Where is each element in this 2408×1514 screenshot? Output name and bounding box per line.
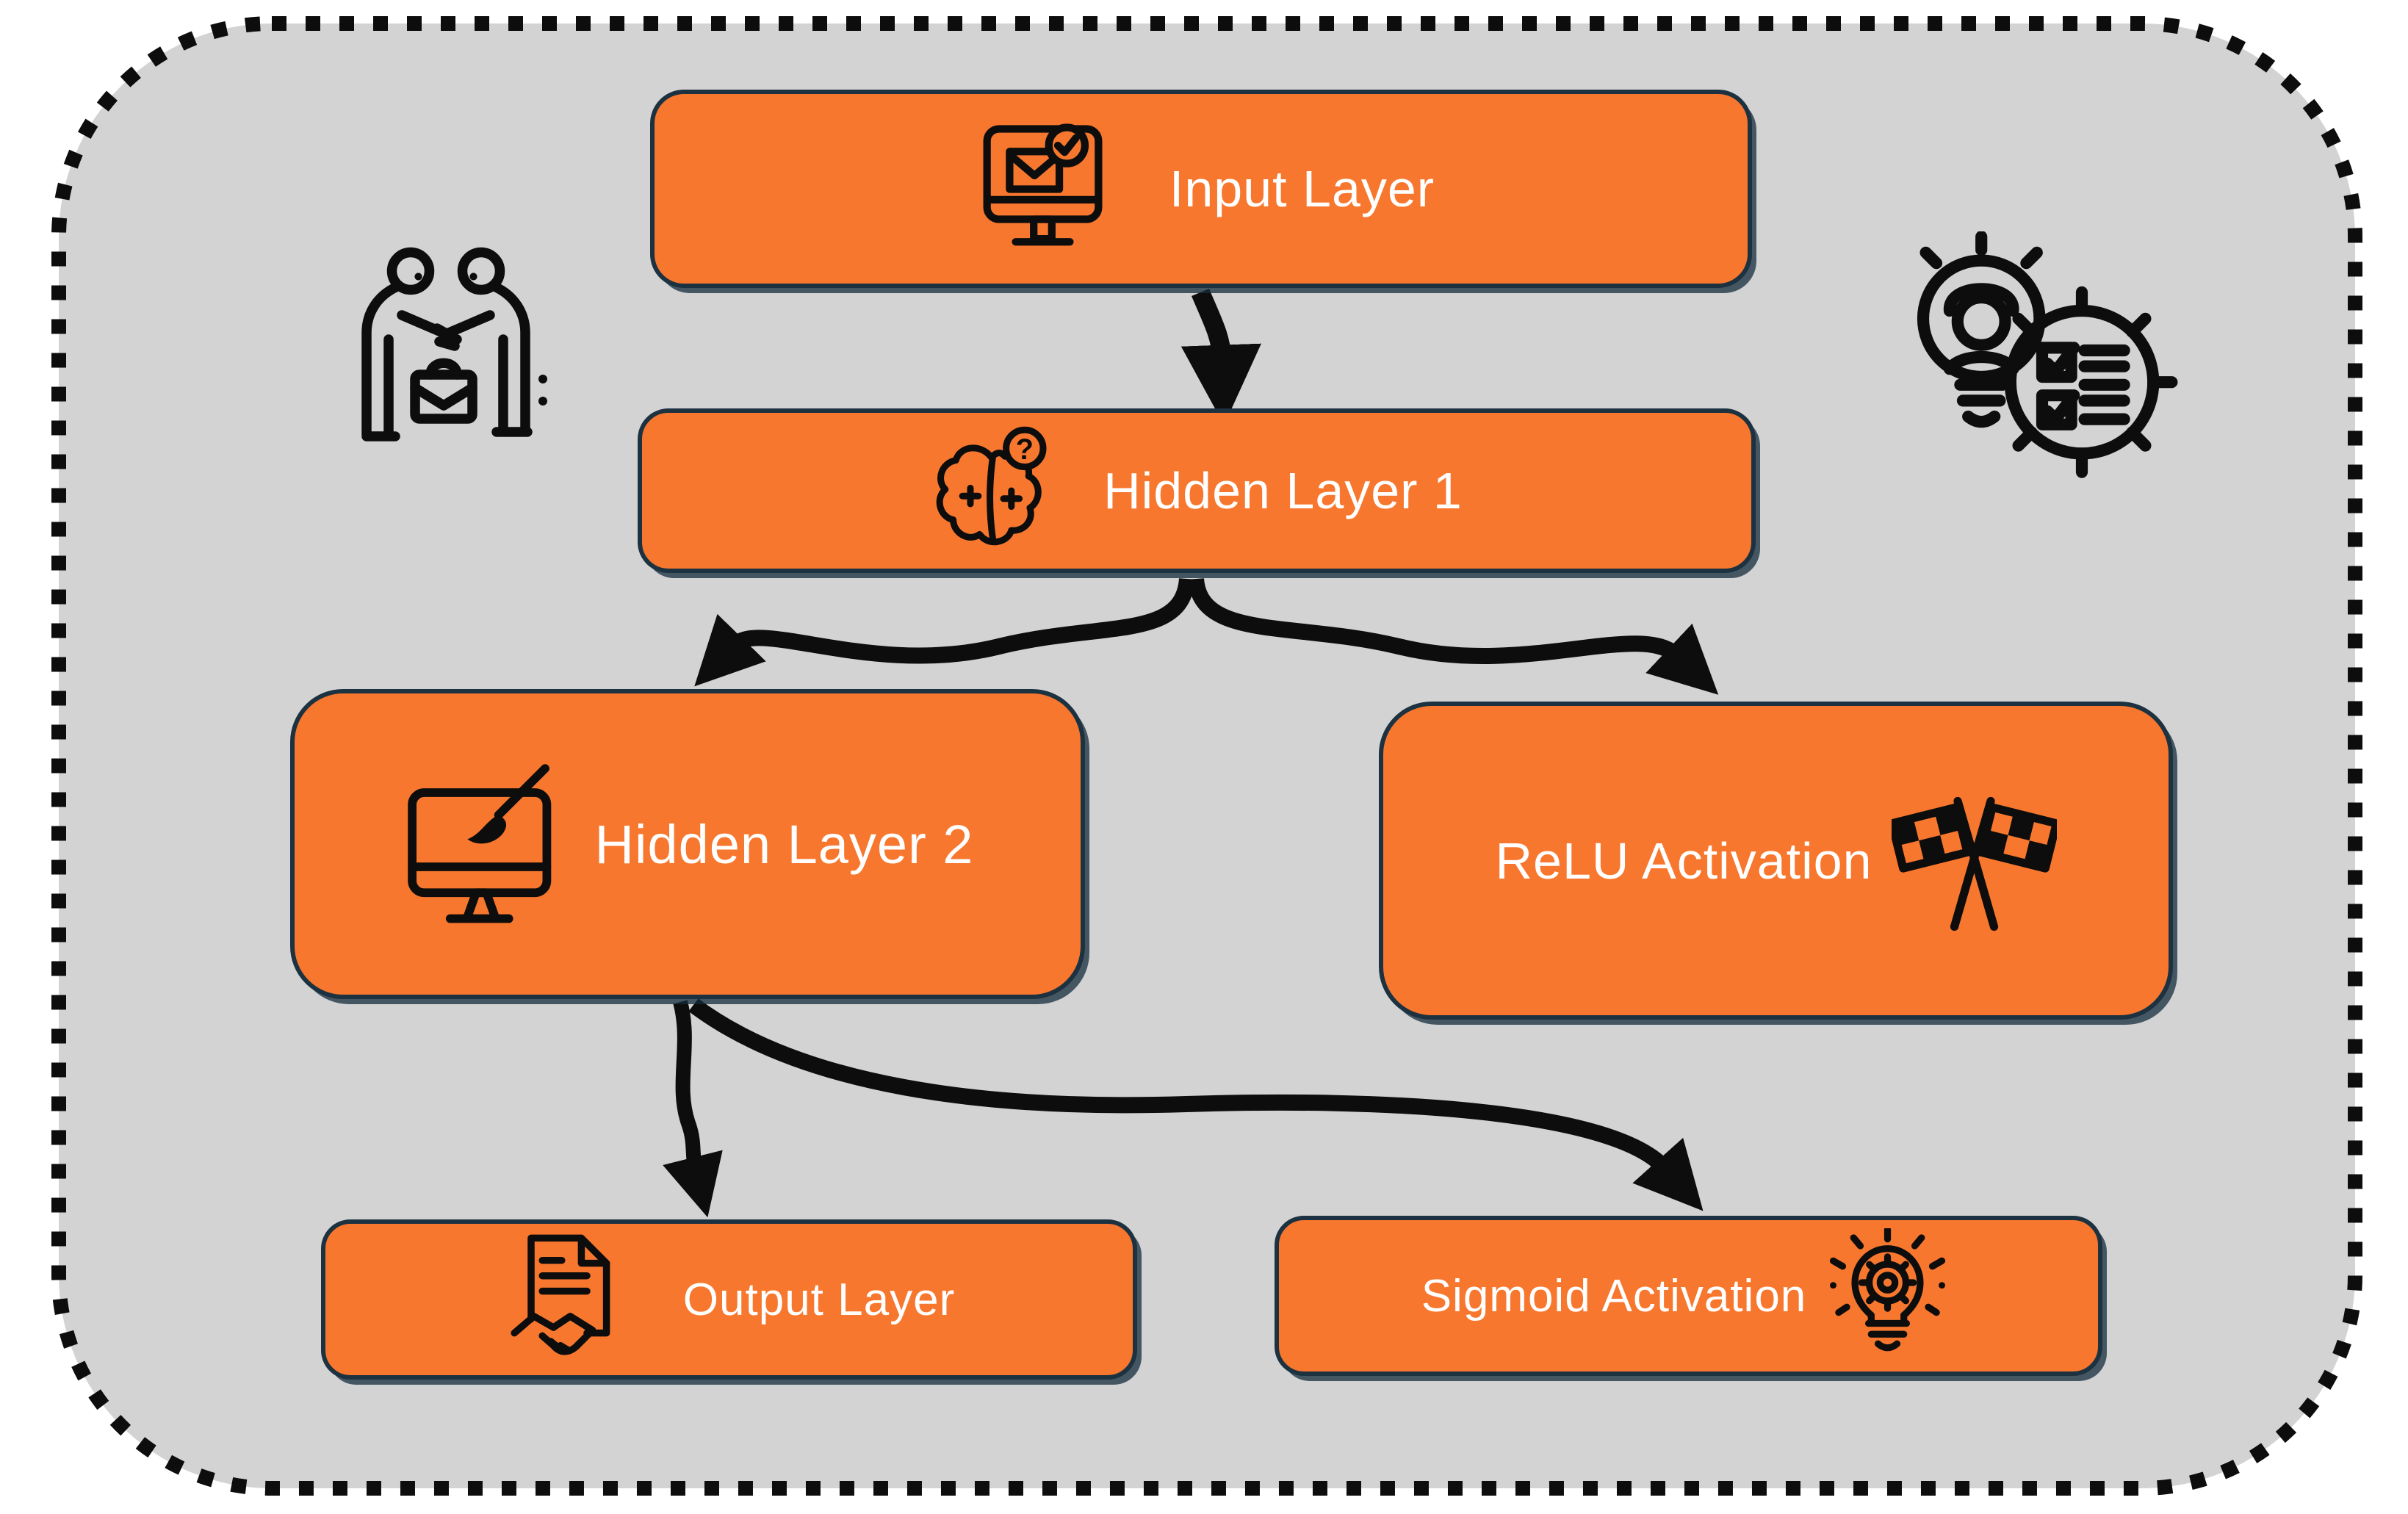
edge-hidden2-output [663,1000,723,1218]
svg-text:?: ? [1016,433,1034,466]
edge-hidden1-relu [1188,577,1719,695]
node-label: Output Layer [682,1274,956,1325]
lightbulb-gear-icon [1830,1228,1946,1351]
node-label: Hidden Layer 2 [594,813,974,875]
edge-input-hidden1 [1180,288,1261,425]
node-label: Hidden Layer 1 [1103,462,1463,519]
edge-hidden2-sigmoid [688,998,1704,1211]
node-input-layer: Input Layer [650,90,1752,288]
idea-checklist-gear-icon [1917,231,2178,478]
checkered-flags-icon [1891,796,2057,931]
handshake-people-icon [361,247,547,441]
node-label: Input Layer [1169,160,1435,217]
node-label: ReLU Activation [1495,832,1872,890]
node-hidden-layer-2: Hidden Layer 2 [290,689,1085,999]
brain-question-icon: ? [936,426,1047,546]
monitor-paintbrush-icon [407,763,551,923]
node-label: Sigmoid Activation [1421,1270,1807,1322]
node-hidden-layer-1: ? Hidden Layer 1 [638,408,1756,573]
edge-hidden1-hidden2 [694,577,1195,687]
node-output-layer: Output Layer [321,1219,1137,1380]
node-relu-activation: ReLU Activation [1379,702,2173,1020]
document-handshake-icon [511,1234,610,1355]
monitor-email-check-icon [983,123,1103,245]
node-sigmoid-activation: Sigmoid Activation [1275,1216,2102,1376]
